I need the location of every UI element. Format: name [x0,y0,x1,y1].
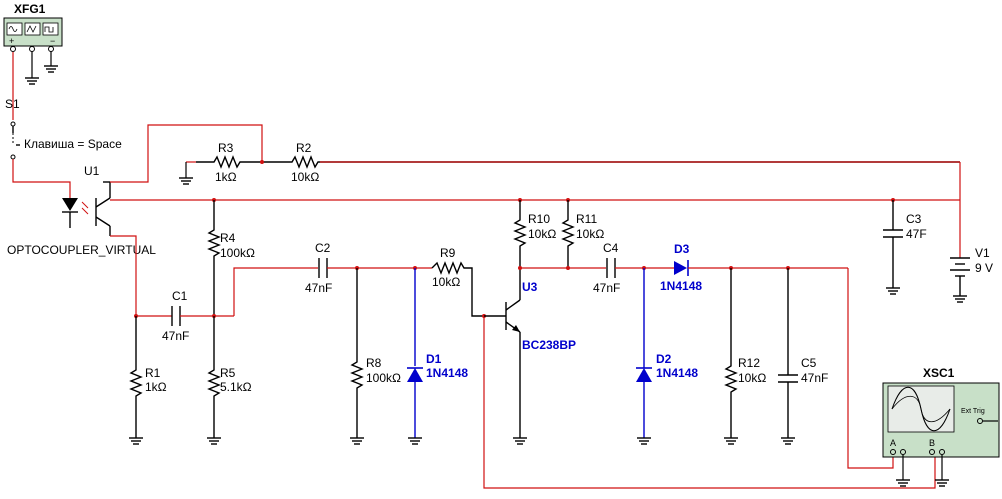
r1-name: R1 [145,366,161,380]
d1-type: 1N4148 [426,366,468,380]
c4-value: 47nF [593,281,620,295]
r10-value: 10kΩ [528,227,556,241]
v1-name: V1 [975,246,990,260]
resistor-r10[interactable]: R10 10kΩ [513,198,556,268]
c3-value: 47F [906,227,927,241]
sine-wave-icon [6,22,23,36]
r4-name: R4 [220,231,236,245]
osc-name: XSC1 [923,366,955,380]
osc-channel-a: A [890,438,896,448]
battery-v1[interactable]: V1 9 V [950,246,993,296]
resistor-r12[interactable]: R12 10kΩ [724,268,766,438]
v1-value: 9 V [975,261,993,275]
r1-value: 1kΩ [145,380,167,394]
r3-name: R3 [218,141,234,155]
r12-name: R12 [738,356,760,370]
resistor-r5[interactable]: R5 5.1kΩ [207,316,252,438]
square-wave-icon [42,22,59,36]
c2-name: C2 [315,241,331,255]
capacitor-c5[interactable]: C5 47nF [778,268,828,438]
function-generator[interactable]: XFG1 + − [3,2,63,85]
r11-value: 10kΩ [576,227,604,241]
resistor-r3[interactable]: R3 1kΩ [196,141,262,184]
r12-value: 10kΩ [738,371,766,385]
c2-value: 47nF [305,281,332,295]
diode-d2[interactable]: D2 1N4148 [636,268,698,438]
transistor-type: BC238BP [522,338,576,352]
r5-name: R5 [220,366,236,380]
optocoupler-name: U1 [84,164,100,178]
oscilloscope[interactable]: XSC1 A B Ext Trig [882,366,1000,458]
r10-name: R10 [528,212,550,226]
c5-value: 47nF [801,371,828,385]
d3-name: D3 [674,242,690,256]
r8-name: R8 [366,356,382,370]
r5-value: 5.1kΩ [220,380,252,394]
fg-name: XFG1 [14,2,46,16]
transistor-name: U3 [522,280,538,294]
r9-value: 10kΩ [432,275,460,289]
osc-channel-b: B [929,438,935,448]
c1-name: C1 [172,289,188,303]
r2-value: 10kΩ [291,170,319,184]
switch-key-label: Клавиша = Space [24,137,122,151]
r2-name: R2 [296,141,312,155]
d2-type: 1N4148 [656,366,698,380]
c1-value: 47nF [162,329,189,343]
d1-name: D1 [426,352,442,366]
capacitor-c3[interactable]: C3 47F [883,198,927,288]
d3-type: 1N4148 [660,279,702,293]
c4-name: C4 [603,241,619,255]
optocoupler-type: OPTOCOUPLER_VIRTUAL [7,243,156,257]
diode-d1[interactable]: D1 1N4148 [407,268,468,438]
capacitor-c4[interactable]: C4 47nF [593,241,620,295]
r4-value: 100kΩ [220,246,255,260]
r9-name: R9 [440,246,456,260]
c5-name: C5 [801,356,817,370]
r3-value: 1kΩ [215,170,237,184]
transistor-u3[interactable]: U3 BC238BP [484,268,576,438]
capacitor-c1[interactable]: C1 47nF [136,289,234,343]
resistor-r1[interactable]: R1 1kΩ [129,316,167,438]
triangle-wave-icon [24,22,41,36]
resistor-r11[interactable]: R11 10kΩ [561,198,604,268]
d2-name: D2 [656,352,672,366]
resistor-r9[interactable]: R9 10kΩ [431,246,484,317]
switch-name: S1 [5,97,20,111]
r8-value: 100kΩ [366,371,401,385]
c3-name: C3 [906,212,922,226]
r11-name: R11 [576,212,597,226]
resistor-r8[interactable]: R8 100kΩ [350,268,401,438]
switch-s1[interactable]: S1 Клавиша = Space [5,97,122,160]
fg-plus-terminal: + [9,36,14,46]
osc-ext-trig: Ext Trig [961,408,985,415]
fg-minus-terminal: − [50,36,55,46]
diode-d3[interactable]: D3 1N4148 [660,242,702,293]
optocoupler-u1[interactable]: U1 OPTOCOUPLER_VIRTUAL [7,164,156,257]
resistor-r4[interactable]: R4 100kΩ [207,198,255,316]
resistor-r2[interactable]: R2 10kΩ [262,141,960,184]
